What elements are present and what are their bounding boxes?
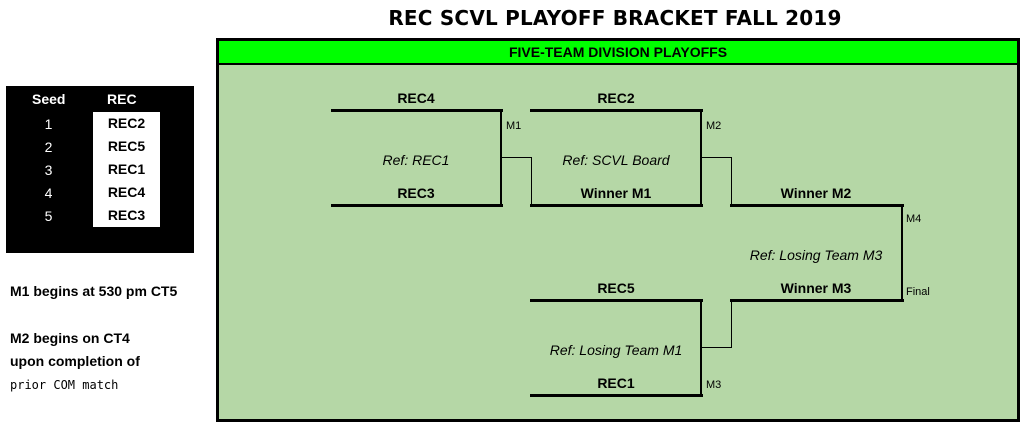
m2-top-team: REC2 bbox=[597, 90, 635, 106]
seed-number: 5 bbox=[44, 208, 53, 224]
seed-number: 3 bbox=[44, 162, 53, 178]
m1-start-note: M1 begins at 530 pm CT5 bbox=[10, 283, 178, 299]
m3-bottom-team: REC1 bbox=[597, 375, 635, 391]
seed-team: REC5 bbox=[93, 135, 160, 158]
seed-team: REC4 bbox=[93, 181, 160, 204]
m1-vertical-connector bbox=[500, 109, 502, 207]
m3-out-connector bbox=[701, 347, 732, 348]
bracket-panel: FIVE-TEAM DIVISION PLAYOFFS bbox=[216, 38, 1020, 422]
m1-top-team: REC4 bbox=[397, 90, 435, 106]
m2-label: M2 bbox=[706, 120, 722, 132]
seed-team: REC3 bbox=[93, 204, 160, 227]
m2-to-m4-connector bbox=[731, 157, 732, 206]
m2-start-note-line2: upon completion of bbox=[10, 353, 140, 369]
seed-number: 4 bbox=[44, 185, 53, 201]
seed-team: REC1 bbox=[93, 158, 160, 181]
m2-out-connector bbox=[701, 157, 732, 158]
seed-number: 2 bbox=[44, 139, 53, 155]
m3-top-team: REC5 bbox=[597, 280, 635, 296]
seed-table: Seed REC 1 REC2 2 REC5 3 REC1 4 REC4 5 R… bbox=[6, 86, 194, 253]
seed-column-header: Seed bbox=[32, 91, 66, 107]
m1-bottom-line bbox=[331, 204, 503, 207]
m1-bottom-team: REC3 bbox=[397, 185, 435, 201]
m2-referee: Ref: SCVL Board bbox=[562, 152, 670, 168]
m1-top-line bbox=[331, 109, 503, 112]
m4-vertical-connector bbox=[901, 204, 903, 302]
bracket-header: FIVE-TEAM DIVISION PLAYOFFS bbox=[219, 41, 1017, 65]
m4-label: M4 bbox=[906, 213, 922, 225]
m3-referee: Ref: Losing Team M1 bbox=[549, 342, 683, 358]
page-title: REC SCVL PLAYOFF BRACKET FALL 2019 bbox=[388, 6, 842, 30]
m2-bottom-line bbox=[530, 204, 703, 207]
m3-top-line bbox=[530, 299, 703, 302]
m2-start-note-line3: prior COM match bbox=[10, 378, 119, 392]
m3-to-m4-connector bbox=[731, 300, 732, 348]
team-column-header: REC bbox=[107, 91, 137, 107]
m4-top-team: Winner M2 bbox=[780, 185, 852, 201]
m1-referee: Ref: REC1 bbox=[382, 152, 450, 168]
m1-to-m2-connector bbox=[531, 157, 532, 206]
m4-bottom-line bbox=[730, 299, 904, 302]
m2-start-note: M2 begins on CT4 bbox=[10, 330, 130, 346]
m2-top-line bbox=[530, 109, 703, 112]
m2-vertical-connector bbox=[700, 109, 702, 207]
seed-team: REC2 bbox=[93, 112, 160, 135]
m3-vertical-connector bbox=[700, 299, 702, 397]
final-label: Final bbox=[906, 286, 930, 298]
m3-label: M3 bbox=[706, 379, 722, 391]
m4-top-line bbox=[730, 204, 904, 207]
m2-bottom-team: Winner M1 bbox=[580, 185, 652, 201]
seed-number: 1 bbox=[44, 116, 53, 132]
m3-bottom-line bbox=[530, 394, 703, 397]
m4-bottom-team: Winner M3 bbox=[780, 280, 852, 296]
m1-out-connector bbox=[501, 157, 532, 158]
m4-referee: Ref: Losing Team M3 bbox=[749, 247, 883, 263]
m1-label: M1 bbox=[506, 120, 522, 132]
